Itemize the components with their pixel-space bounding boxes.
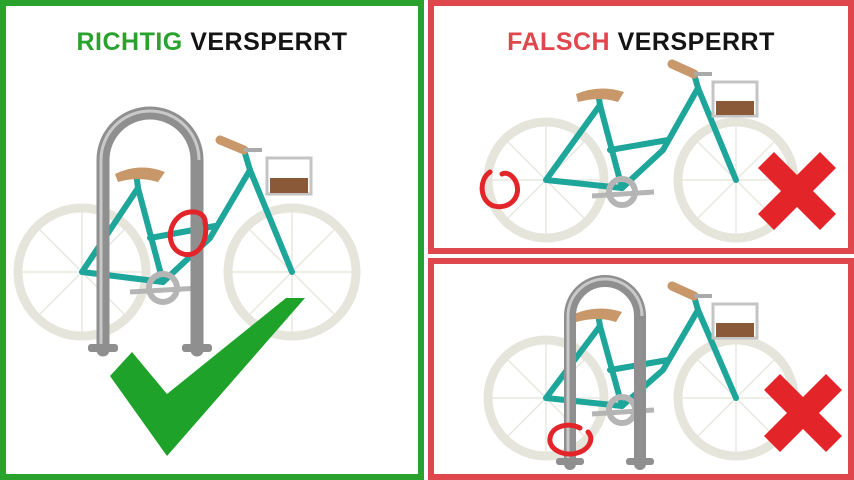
title-keyword-correct: RICHTIG: [76, 28, 183, 56]
bike-rack: [564, 275, 646, 470]
wrong-lock-panel-wheel: [428, 258, 854, 480]
check-icon: [110, 298, 305, 456]
lock-circle: [479, 169, 520, 210]
cross-icon: [758, 152, 836, 230]
lock-circle: [547, 422, 594, 457]
title-rest-correct: VERSPERRT: [190, 28, 348, 56]
panel-title-wrong: FALSCH VERSPERRT: [434, 28, 848, 57]
lock-circle: [167, 209, 209, 258]
title-keyword-wrong: FALSCH: [507, 28, 611, 56]
cross-icon: [764, 374, 842, 452]
correct-illustration: [13, 106, 361, 456]
bike-rack: [96, 106, 204, 357]
wheel-lock-illustration: [483, 275, 842, 470]
bicycle-illustration: [483, 59, 799, 243]
frame-lock-illustration: [479, 59, 836, 243]
bicycle-illustration: [13, 135, 361, 341]
title-rest-wrong: VERSPERRT: [617, 28, 775, 56]
correct-lock-panel: RICHTIG VERSPERRT: [0, 0, 424, 480]
panel-title-correct: RICHTIG VERSPERRT: [6, 28, 418, 57]
wrong-lock-panel-frame: FALSCH VERSPERRT: [428, 0, 854, 254]
